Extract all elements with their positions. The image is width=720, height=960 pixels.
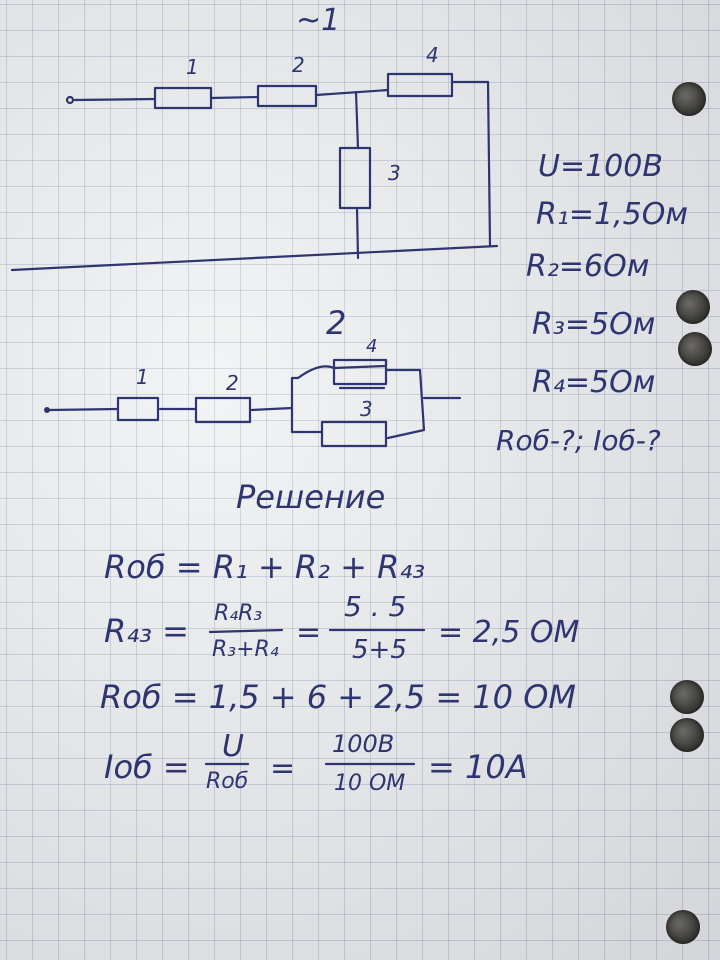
wire — [48, 407, 120, 412]
resistor-r2 — [256, 84, 318, 108]
wire — [384, 368, 426, 440]
label-r1: 1 — [186, 55, 199, 79]
equation-total-resistance: Rоб = R₁ + R₂ + R₄₃ — [104, 548, 425, 586]
problem-number: ~1 — [296, 3, 340, 38]
wire — [450, 80, 492, 247]
circuit-diagram-1: 1 2 4 3 — [10, 43, 499, 272]
unknowns: Rоб-?; Iоб-? — [496, 424, 661, 457]
circuit-diagram-2: 2 1 2 4 3 — [44, 304, 462, 448]
terminal-node — [44, 407, 50, 413]
resistor-r1 — [153, 86, 213, 110]
wire — [355, 206, 360, 260]
equation-total-sum: Rоб = 1,5 + 6 + 2,5 = 10 ОМ — [100, 678, 576, 716]
diagram-mark: 2 — [326, 304, 346, 342]
wire — [73, 97, 157, 102]
solution-heading: Решение — [236, 478, 385, 516]
current-result: = 10A — [428, 748, 528, 786]
wire — [296, 358, 388, 380]
fraction-numerator: R₄R₃ — [214, 601, 262, 626]
resistor-r3 — [320, 420, 388, 448]
binder-hole — [676, 290, 710, 324]
fraction-denominator: Rоб — [206, 769, 248, 794]
resistor-r2 — [194, 396, 252, 424]
resistor-r4 — [332, 358, 388, 386]
fraction-denominator: 10 ОМ — [334, 771, 405, 796]
label-r3: 3 — [388, 161, 401, 185]
given-r2: R₂=6Ом — [526, 249, 649, 284]
solution-equations: Rоб = R₁ + R₂ + R₄₃ R₄₃ = R₄R₃ R₃+R₄ = 5… — [100, 548, 580, 796]
resistor-r4 — [386, 72, 454, 98]
label-r3: 3 — [360, 397, 373, 421]
wire — [290, 376, 300, 434]
fraction-numerator: 5 . 5 — [344, 590, 406, 623]
terminal-node — [65, 95, 75, 105]
wire — [250, 406, 294, 412]
binder-hole — [670, 718, 704, 752]
given-r3: R₃=5Ом — [532, 307, 655, 342]
binder-hole — [672, 82, 706, 116]
given-voltage: U=100B — [538, 149, 663, 184]
equation-parallel-lhs: R₄₃ = — [104, 612, 189, 650]
ground-line — [10, 244, 499, 272]
binder-hole — [670, 680, 704, 714]
given-r4: R₄=5Ом — [532, 365, 655, 400]
label-r4: 4 — [366, 336, 377, 357]
binder-hole — [666, 910, 700, 944]
label-r4: 4 — [426, 43, 439, 67]
fraction-bar — [208, 628, 284, 634]
wire — [314, 88, 390, 97]
label-r2: 2 — [292, 53, 305, 77]
binder-hole — [678, 332, 712, 366]
fraction-denominator: 5+5 — [352, 635, 407, 665]
fraction-numerator: U — [222, 729, 244, 764]
equals-sign: = — [296, 615, 321, 650]
parallel-result: = 2,5 ОМ — [438, 615, 580, 650]
resistor-r1 — [116, 396, 160, 422]
label-r1: 1 — [136, 365, 149, 389]
fraction-numerator: 100B — [332, 730, 394, 758]
label-r2: 2 — [226, 371, 239, 395]
equals-sign: = — [270, 751, 295, 786]
given-r1: R₁=1,5Ом — [536, 197, 688, 232]
resistor-r3 — [338, 146, 372, 210]
wire — [209, 95, 260, 100]
wire — [354, 90, 360, 150]
given-values: U=100B R₁=1,5Ом R₂=6Ом R₃=5Ом R₄=5Ом Rоб… — [496, 149, 688, 457]
equation-current-lhs: Iоб = — [104, 748, 190, 786]
fraction-denominator: R₃+R₄ — [212, 637, 279, 662]
